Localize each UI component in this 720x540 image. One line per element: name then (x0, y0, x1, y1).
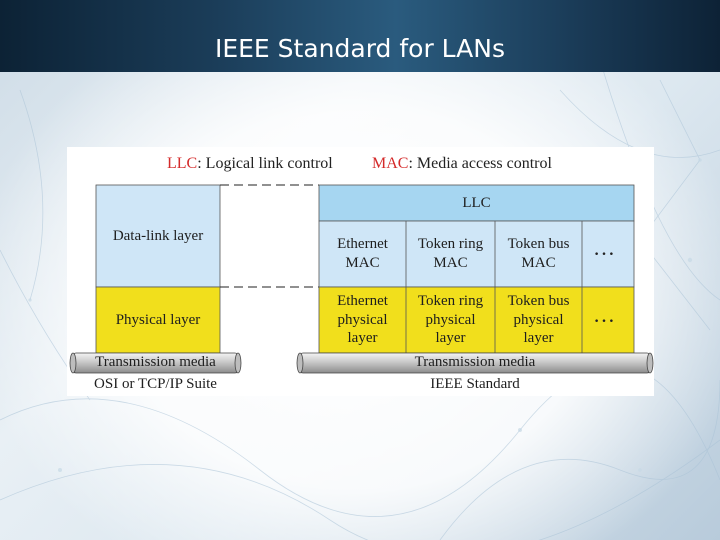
legend-mac-abbr: MAC (372, 155, 409, 172)
token-bus-mac-label: Token bus MAC (507, 236, 570, 271)
slide-title: IEEE Standard for LANs (214, 34, 506, 63)
ethernet-physical-label: Ethernet physical layer (337, 292, 388, 347)
osi-caption: OSI or TCP/IP Suite (94, 376, 217, 392)
legend-llc: LLC: Logical link control (167, 155, 333, 173)
title-bar: IEEE Standard for LANs (0, 0, 720, 72)
token-bus-physical-label: Token bus physical layer (507, 292, 570, 347)
osi-media-cylinder-end (234, 352, 242, 374)
data-link-layer-box (95, 184, 221, 288)
legend-mac-text: : Media access control (408, 155, 552, 172)
llc-label: LLC (462, 194, 491, 211)
physical-ellipsis: … (593, 302, 616, 327)
ieee-caption: IEEE Standard (430, 376, 520, 392)
ieee-physical-row-box (318, 286, 635, 354)
llc-box (318, 184, 635, 222)
physical-layer-label: Physical layer (115, 311, 201, 328)
data-link-layer-label: Data-link layer (112, 227, 204, 244)
ethernet-mac-label: Ethernet MAC (337, 236, 388, 271)
legend-mac: MAC: Media access control (372, 155, 552, 173)
ieee-media-cylinder-end (296, 352, 304, 374)
osi-media-label: Transmission media (95, 354, 216, 370)
ieee-media-label: Transmission media (414, 354, 536, 370)
token-ring-physical-label: Token ring physical layer (417, 292, 484, 347)
physical-layer-box (95, 286, 221, 354)
lan-layers-diagram: LLC: Logical link control MAC: Media acc… (67, 147, 654, 396)
mac-row-box (318, 220, 635, 288)
mac-ellipsis: … (593, 235, 616, 260)
legend-llc-abbr: LLC (167, 155, 198, 172)
legend-llc-text: : Logical link control (197, 155, 333, 172)
token-ring-mac-label: Token ring MAC (417, 236, 484, 271)
diagram-shapes (69, 184, 654, 374)
osi-media-cylinder-end (69, 352, 77, 374)
ieee-media-cylinder-end (646, 352, 654, 374)
